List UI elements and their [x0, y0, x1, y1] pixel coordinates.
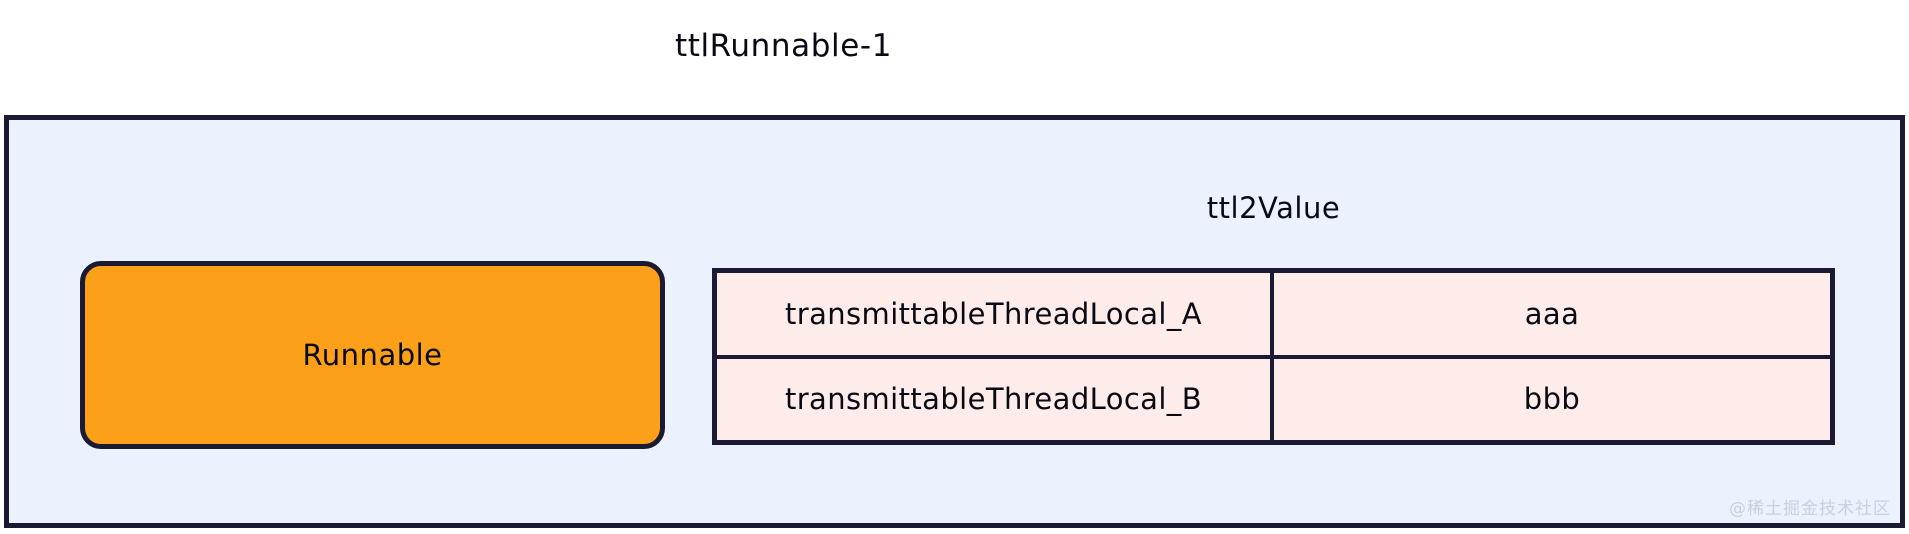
page-title: ttlRunnable-1: [674, 28, 893, 64]
table-row: transmittableThreadLocal_A aaa: [717, 273, 1830, 355]
runnable-box[interactable]: Runnable: [80, 261, 665, 449]
ttl-map-table: transmittableThreadLocal_A aaa transmitt…: [712, 268, 1835, 445]
table-row: transmittableThreadLocal_B bbb: [717, 354, 1830, 440]
table-cell-value: bbb: [1274, 358, 1830, 440]
table-cell-key: transmittableThreadLocal_B: [717, 358, 1274, 440]
runnable-box-label: Runnable: [302, 338, 443, 372]
ttl-map-label: ttl2Value: [1206, 191, 1341, 225]
table-cell-key: transmittableThreadLocal_A: [717, 273, 1274, 355]
watermark-text: @稀土掘金技术社区: [1729, 499, 1891, 519]
table-cell-value: aaa: [1274, 273, 1830, 355]
